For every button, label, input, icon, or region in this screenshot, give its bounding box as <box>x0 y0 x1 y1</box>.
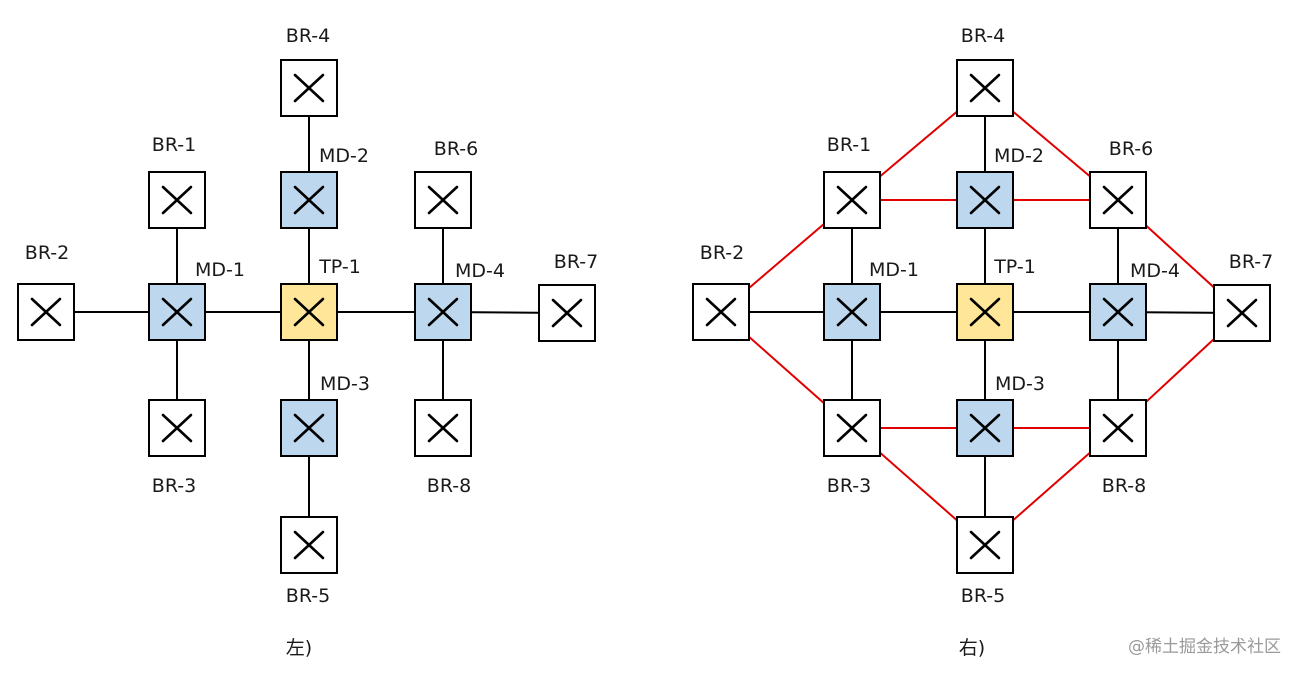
cross-icon <box>293 297 325 327</box>
right-node-label-md-1: MD-1 <box>869 259 919 281</box>
cross-icon <box>427 185 459 215</box>
right-topology-panel: BR-1BR-2BR-3 BR-4BR-5 BR-6BR-7BR-8 MD-1 MD-2… <box>692 25 1273 607</box>
cross-icon <box>30 297 62 327</box>
left-node-label-md-1: MD-1 <box>195 259 245 281</box>
cross-icon <box>427 297 459 327</box>
left-node-label-br-6: BR-6 <box>434 138 478 160</box>
right-node-br-8: BR-8 <box>1089 399 1147 497</box>
left-node-label-br-1: BR-1 <box>152 134 196 156</box>
cross-icon <box>161 297 193 327</box>
right-node-label-br-7: BR-7 <box>1229 251 1273 273</box>
cross-icon <box>969 185 1001 215</box>
cross-icon <box>1102 185 1134 215</box>
right-node-label-br-1: BR-1 <box>827 134 871 156</box>
right-node-br-1: BR-1 <box>823 134 881 229</box>
left-node-br-1: BR-1 <box>148 134 206 229</box>
left-node-box-br-8 <box>414 399 472 457</box>
right-node-label-br-2: BR-2 <box>700 242 744 264</box>
left-node-label-br-5: BR-5 <box>286 585 330 607</box>
cross-icon <box>1102 413 1134 443</box>
left-node-br-8: BR-8 <box>414 399 472 497</box>
left-node-label-br-4: BR-4 <box>286 25 330 47</box>
left-node-label-tp-1: TP-1 <box>318 256 361 278</box>
cross-icon <box>293 413 325 443</box>
cross-icon <box>1102 297 1134 327</box>
watermark-text: @稀土掘金技术社区 <box>1128 637 1281 657</box>
left-node-br-2: BR-2 <box>17 242 75 341</box>
right-node-label-tp-1: TP-1 <box>993 256 1036 278</box>
left-node-tp-1: TP-1 <box>280 256 361 341</box>
cross-icon <box>551 298 583 328</box>
right-node-md-1: MD-1 <box>823 259 919 341</box>
right-node-label-md-2: MD-2 <box>994 145 1044 167</box>
left-node-br-6: BR-6 <box>414 138 478 229</box>
right-node-label-md-4: MD-4 <box>1130 260 1180 282</box>
right-node-label-br-3: BR-3 <box>827 475 871 497</box>
right-node-box-br-2 <box>692 283 750 341</box>
cross-icon <box>293 530 325 560</box>
left-node-md-4: MD-4 <box>414 260 505 341</box>
right-node-md-2: MD-2 <box>956 145 1044 229</box>
right-node-md-3: MD-3 <box>956 373 1045 457</box>
right-node-br-4: BR-4 <box>956 25 1014 117</box>
left-node-br-7: BR-7 <box>538 251 598 342</box>
left-node-md-2: MD-2 <box>280 145 369 229</box>
cross-icon <box>836 413 868 443</box>
cross-icon <box>836 185 868 215</box>
right-node-tp-1: TP-1 <box>956 256 1036 341</box>
left-node-label-br-8: BR-8 <box>427 475 471 497</box>
right-node-br-2: BR-2 <box>692 242 750 341</box>
cross-icon <box>969 297 1001 327</box>
left-panel-caption: 左) <box>286 637 312 659</box>
left-node-md-3: MD-3 <box>280 373 370 457</box>
left-node-label-md-3: MD-3 <box>320 373 370 395</box>
left-node-box-md-2 <box>280 171 338 229</box>
cross-icon <box>705 297 737 327</box>
cross-icon <box>161 413 193 443</box>
right-node-label-md-3: MD-3 <box>995 373 1045 395</box>
left-node-label-md-2: MD-2 <box>319 145 369 167</box>
cross-icon <box>969 73 1001 103</box>
right-node-label-br-4: BR-4 <box>961 25 1005 47</box>
cross-icon <box>1226 298 1258 328</box>
cross-icon <box>293 185 325 215</box>
left-node-box-tp-1 <box>280 283 338 341</box>
right-node-br-7: BR-7 <box>1213 251 1273 342</box>
left-nodes: BR-1BR-2BR-3 BR-4BR-5 BR-6BR-7BR-8 MD-1 MD-2… <box>17 25 598 607</box>
left-node-label-br-3: BR-3 <box>152 475 196 497</box>
right-node-md-4: MD-4 <box>1089 260 1180 341</box>
right-node-br-6: BR-6 <box>1089 138 1153 229</box>
left-node-br-3: BR-3 <box>148 399 206 497</box>
cross-icon <box>969 530 1001 560</box>
right-node-label-br-6: BR-6 <box>1109 138 1153 160</box>
left-node-br-4: BR-4 <box>280 25 338 117</box>
cross-icon <box>836 297 868 327</box>
cross-icon <box>427 413 459 443</box>
cross-icon <box>969 413 1001 443</box>
left-node-label-br-2: BR-2 <box>25 242 69 264</box>
right-node-br-5: BR-5 <box>956 516 1014 607</box>
left-node-label-br-7: BR-7 <box>554 251 598 273</box>
right-node-box-br-4 <box>956 59 1014 117</box>
left-node-label-md-4: MD-4 <box>455 260 505 282</box>
right-nodes: BR-1BR-2BR-3 BR-4BR-5 BR-6BR-7BR-8 MD-1 MD-2… <box>692 25 1273 607</box>
right-node-label-br-8: BR-8 <box>1102 475 1146 497</box>
right-node-label-br-5: BR-5 <box>961 585 1005 607</box>
right-node-br-3: BR-3 <box>823 399 881 497</box>
left-node-br-5: BR-5 <box>280 516 338 607</box>
cross-icon <box>293 73 325 103</box>
left-node-md-1: MD-1 <box>148 259 245 341</box>
left-topology-panel: BR-1BR-2BR-3 BR-4BR-5 BR-6BR-7BR-8 MD-1 MD-2… <box>17 25 598 607</box>
right-panel-caption: 右) <box>959 637 985 659</box>
cross-icon <box>161 185 193 215</box>
